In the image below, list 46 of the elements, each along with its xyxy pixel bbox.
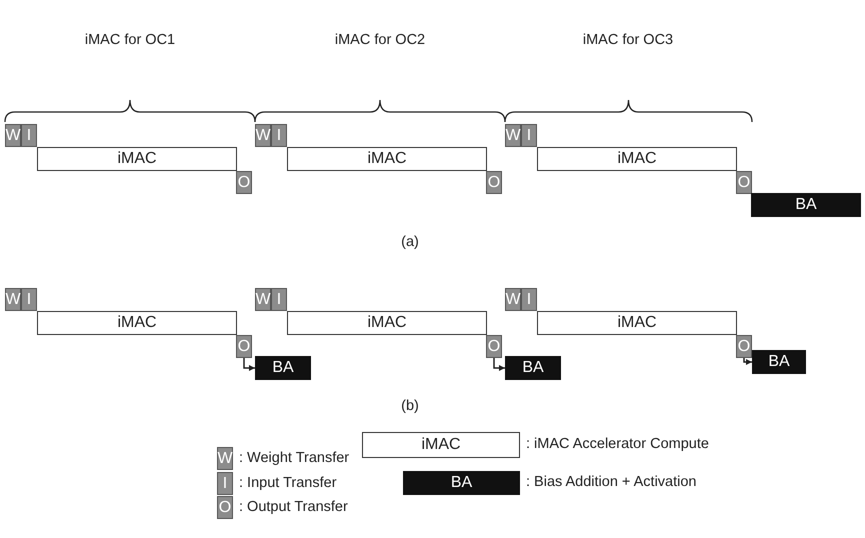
transfer-block: W <box>5 124 21 147</box>
transfer-block: I <box>271 124 287 147</box>
transfer-block: I <box>521 288 537 311</box>
transfer-block: O <box>236 335 252 358</box>
compute-bar: iMAC <box>537 311 737 335</box>
activation-bar: BA <box>255 356 311 380</box>
compute-bar: iMAC <box>537 147 737 171</box>
transfer-block: O <box>486 171 502 194</box>
transfer-block: O <box>736 335 752 358</box>
panel-label: (a) <box>401 234 419 250</box>
arrow <box>243 358 255 371</box>
activation-bar: BA <box>505 356 561 380</box>
group-label: iMAC for OC1 <box>84 32 176 48</box>
transfer-block: O <box>217 496 233 519</box>
transfer-block: I <box>217 472 233 495</box>
legend-text: : Input Transfer <box>239 474 337 490</box>
panel-label: (b) <box>401 398 419 414</box>
transfer-block: W <box>505 124 521 147</box>
legend-text: : Output Transfer <box>239 498 348 514</box>
compute-bar: iMAC <box>287 311 487 335</box>
arrow <box>743 358 752 365</box>
group-label: iMAC for OC3 <box>582 32 674 48</box>
arrow <box>493 358 505 371</box>
activation-bar: BA <box>751 193 861 217</box>
transfer-block: W <box>217 447 233 470</box>
activation-bar: BA <box>752 350 806 374</box>
transfer-block: W <box>255 288 271 311</box>
compute-bar: iMAC <box>37 311 237 335</box>
transfer-block: I <box>271 288 287 311</box>
group-label: iMAC for OC2 <box>334 32 426 48</box>
transfer-block: O <box>486 335 502 358</box>
transfer-block: O <box>736 171 752 194</box>
legend-text: : Weight Transfer <box>239 450 350 466</box>
compute-bar: iMAC <box>37 147 237 171</box>
transfer-block: I <box>521 124 537 147</box>
transfer-block: O <box>236 171 252 194</box>
compute-bar: iMAC <box>287 147 487 171</box>
transfer-block: I <box>21 288 37 311</box>
transfer-block: W <box>5 288 21 311</box>
transfer-block: I <box>21 124 37 147</box>
legend-text: : iMAC Accelerator Compute <box>526 436 709 452</box>
compute-bar: iMAC <box>362 432 520 458</box>
transfer-block: W <box>255 124 271 147</box>
activation-bar: BA <box>403 471 520 495</box>
legend-text: : Bias Addition + Activation <box>526 474 696 490</box>
transfer-block: W <box>505 288 521 311</box>
